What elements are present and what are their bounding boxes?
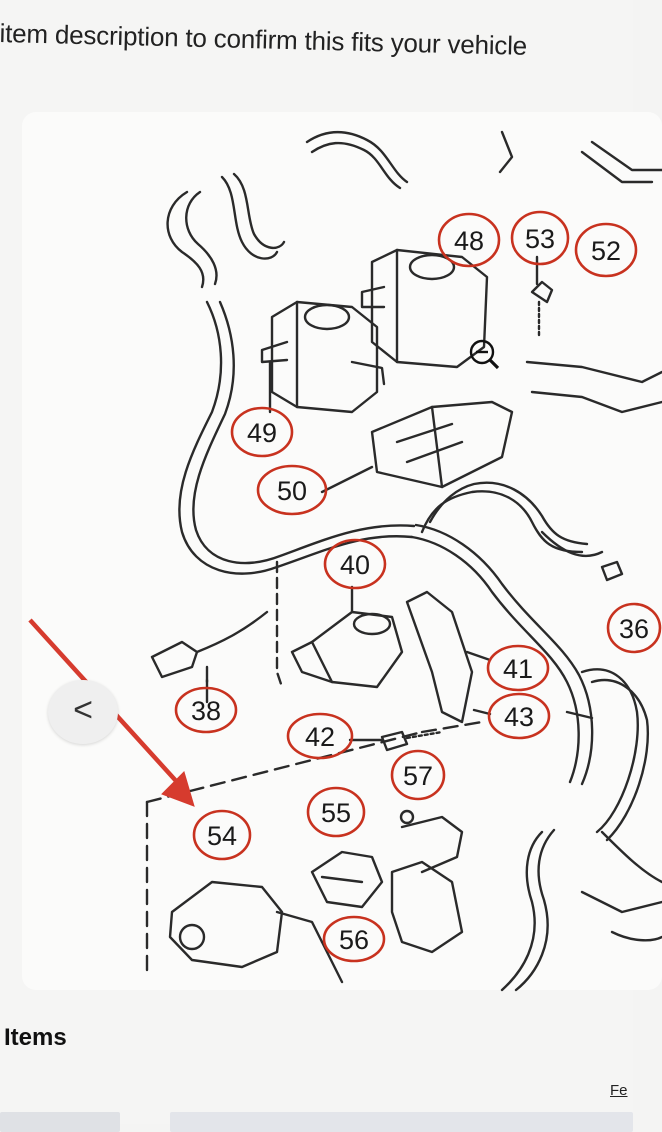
callout-label: 38 (191, 696, 221, 726)
callout-57: 57 (390, 749, 446, 801)
callout-36: 36 (606, 602, 662, 654)
callout-53: 53 (510, 210, 570, 266)
callout-40: 40 (323, 538, 387, 590)
callout-label: 54 (207, 821, 237, 851)
thumbnail-strip (0, 1098, 633, 1132)
callout-label: 48 (454, 226, 484, 256)
callout-label: 49 (247, 418, 277, 448)
callout-42: 42 (286, 712, 354, 760)
callout-41: 41 (486, 644, 550, 692)
product-page-screen: item description to confirm this fits yo… (0, 18, 662, 1132)
feedback-link[interactable]: Fe (610, 1082, 628, 1099)
callout-label: 43 (504, 702, 534, 732)
callout-label: 42 (305, 722, 335, 752)
callout-label: 50 (277, 476, 307, 506)
callout-56: 56 (322, 915, 386, 963)
callout-49: 49 (230, 406, 294, 458)
callout-48: 48 (437, 212, 501, 268)
chevron-left-icon: < (73, 691, 93, 729)
callout-label: 52 (591, 236, 621, 266)
callout-label: 53 (525, 224, 555, 254)
previous-image-button[interactable]: < (48, 680, 118, 744)
callout-label: 57 (403, 761, 433, 791)
callout-52: 52 (574, 222, 638, 278)
callout-label: 36 (619, 614, 649, 644)
callout-label: 55 (321, 798, 351, 828)
items-heading: Items (4, 1024, 67, 1051)
callout-54: 54 (192, 809, 252, 861)
thumbnail[interactable] (0, 1112, 120, 1132)
callout-55: 55 (306, 786, 366, 838)
callout-43: 43 (487, 692, 551, 740)
callout-label: 41 (503, 654, 533, 684)
zoom-out-icon (469, 339, 500, 370)
callout-38: 38 (174, 686, 238, 734)
fitment-notice: item description to confirm this fits yo… (0, 18, 528, 61)
callout-label: 56 (339, 925, 369, 955)
callout-label: 40 (340, 550, 370, 580)
thumbnail[interactable] (170, 1112, 633, 1132)
callout-50: 50 (256, 464, 328, 516)
